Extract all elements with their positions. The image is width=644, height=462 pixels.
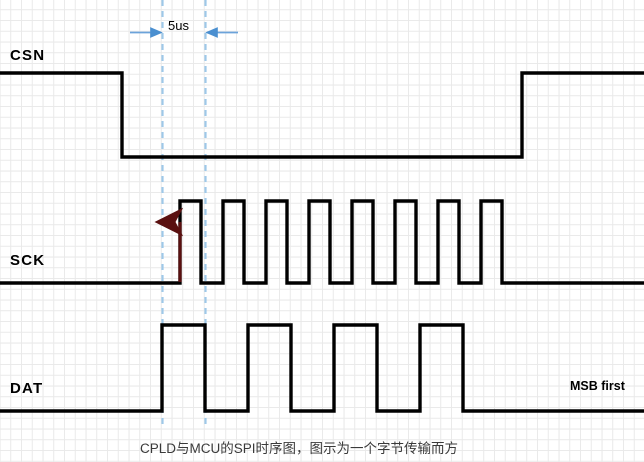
msb-first-label: MSB first: [570, 379, 625, 393]
waveform-dat: [0, 323, 644, 413]
signal-label-dat: DAT: [10, 380, 44, 397]
timing-interval-label: 5us: [168, 18, 189, 33]
diagram-caption: CPLD与MCU的SPI时序图，图示为一个字节传输而方: [140, 441, 459, 456]
signal-label-csn: CSN: [10, 47, 46, 64]
waveform-sck: [0, 199, 644, 285]
waveform-csn: [0, 71, 644, 159]
signal-label-sck: SCK: [10, 252, 46, 269]
